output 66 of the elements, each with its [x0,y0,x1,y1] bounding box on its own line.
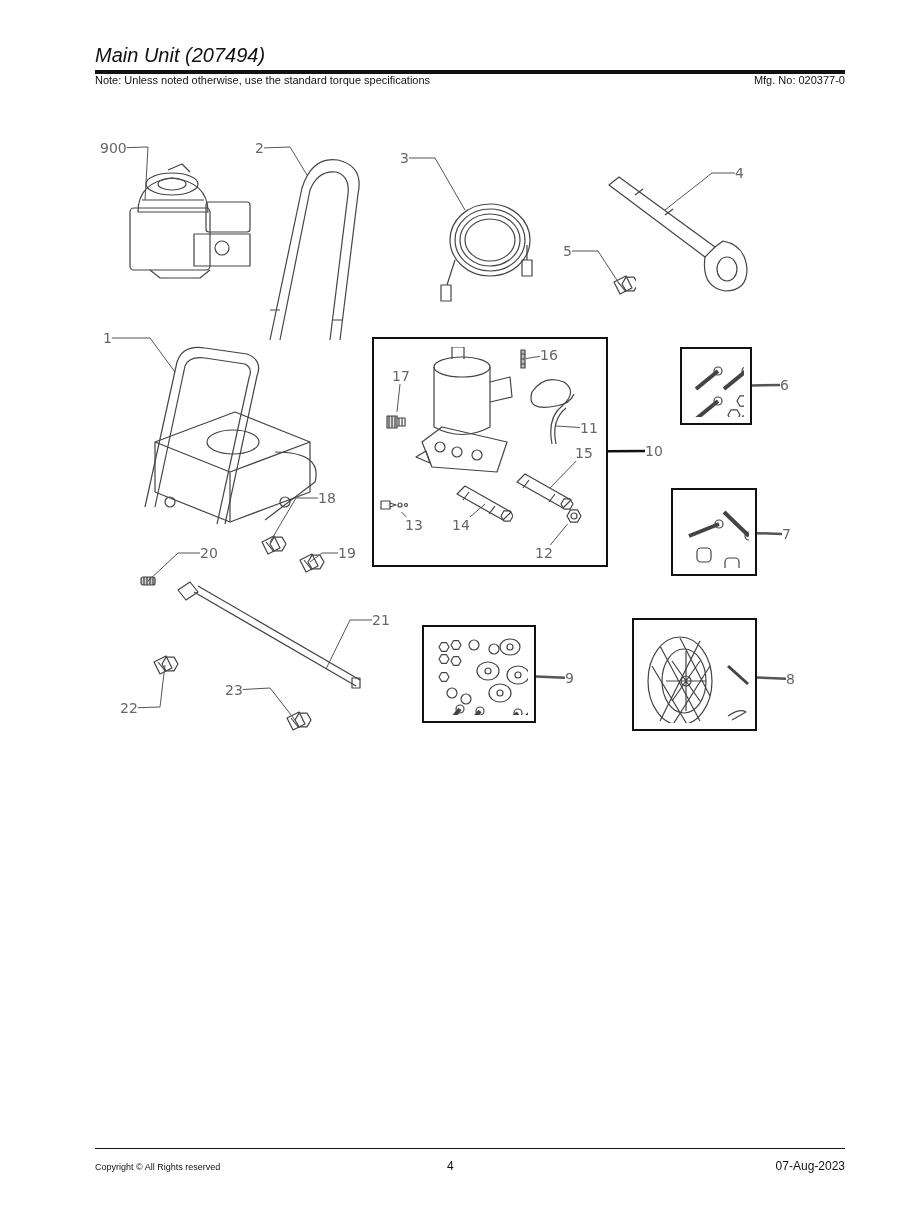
kit-panel [372,337,608,567]
pin-drawing [520,349,526,369]
leader-line [126,146,149,201]
leader-line [408,157,466,211]
leader-line [396,383,401,413]
page-number: 4 [447,1159,454,1173]
callout-number: 10 [645,443,663,459]
callout-number: 13 [405,517,423,533]
callout-number: 14 [452,517,470,533]
callout-number: 11 [580,420,598,436]
callout-number: 2 [255,140,264,156]
leader-line [111,337,176,373]
callout-number: 12 [535,545,553,561]
leader-line [137,664,166,709]
leader-line [555,425,581,428]
kit-panel [680,347,752,425]
note-text: Note: Unless noted otherwise, use the standard torque specifications [95,74,431,86]
valve-fitting-drawing [385,412,407,430]
cap-drawing [565,508,583,524]
callout-number: 15 [575,445,593,461]
plug-drawing [140,575,156,587]
leader-line [263,146,308,176]
copyright-text: Copyright © All Rights reserved [95,1162,221,1172]
callout-number: 4 [735,165,744,181]
callout-number: 7 [782,526,791,542]
callout-number: 22 [120,700,138,716]
leader-line [756,531,783,536]
filter-drawing [515,472,575,512]
callout-number: 23 [225,682,243,698]
date-text: 07-Aug-2023 [775,1159,845,1173]
callout-number: 5 [563,243,572,259]
leader-line [525,355,541,359]
leader-line [147,552,201,582]
leader-line [309,552,339,563]
leader-line [549,460,577,489]
leader-line [469,503,486,518]
callout-number: 18 [318,490,336,506]
part-number: Mfg. No: 020377-0 [753,74,845,86]
leader-line [664,172,736,211]
page-title: Main Unit (207494) [95,44,266,67]
kit-panel [422,625,536,723]
leader-line [269,497,319,543]
leader-line [752,383,780,387]
callout-number: 1 [103,330,112,346]
leader-line [325,619,373,670]
nozzle-parts-drawing [380,498,410,512]
leader-line [571,250,621,286]
callout-number: 3 [400,150,409,166]
leader-line [549,523,568,546]
leader-line [242,687,296,721]
leader-line [608,449,645,453]
callout-number: 20 [200,545,218,561]
leader-line [756,676,787,681]
leader-line [401,511,407,518]
leader-line [535,675,566,680]
callout-number: 17 [392,368,410,384]
callout-number: 900 [100,140,127,156]
callout-number: 9 [565,670,574,686]
callout-number: 21 [372,612,390,628]
kit-panel [671,488,757,576]
filter-drawing [455,484,513,522]
callout-number: 16 [540,347,558,363]
callout-number: 19 [338,545,356,561]
callout-number: 6 [780,377,789,393]
kit-panel [632,618,757,731]
callout-number: 8 [786,671,795,687]
